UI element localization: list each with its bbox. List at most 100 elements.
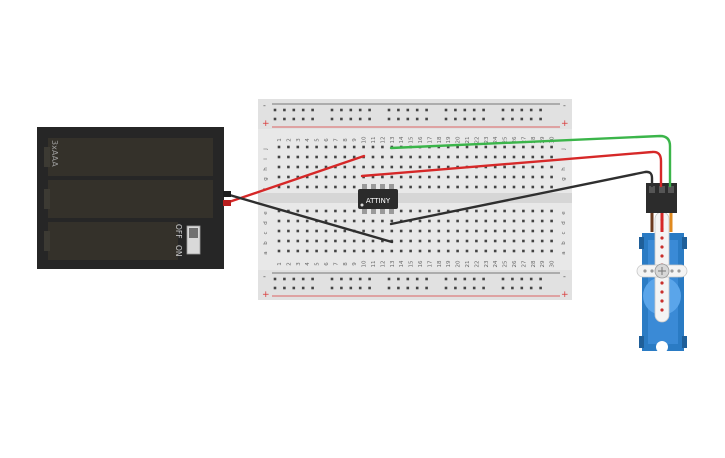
breadboard-hole[interactable] — [531, 185, 535, 189]
breadboard-hole[interactable] — [381, 249, 384, 253]
breadboard-hole[interactable] — [484, 229, 488, 233]
breadboard-hole[interactable] — [301, 108, 305, 112]
breadboard-hole[interactable] — [511, 108, 514, 112]
breadboard-hole[interactable] — [456, 145, 459, 149]
breadboard-hole[interactable] — [305, 249, 309, 253]
breadboard-hole[interactable] — [324, 209, 328, 213]
breadboard-hole[interactable] — [371, 145, 375, 149]
breadboard-hole[interactable] — [437, 239, 441, 243]
breadboard-hole[interactable] — [292, 108, 296, 112]
breadboard-hole[interactable] — [418, 249, 422, 253]
breadboard-hole[interactable] — [301, 277, 305, 281]
breadboard-hole[interactable] — [503, 165, 506, 169]
breadboard-hole[interactable] — [493, 249, 497, 253]
breadboard-hole[interactable] — [512, 185, 516, 189]
breadboard-hole[interactable] — [387, 286, 391, 290]
breadboard-hole[interactable] — [529, 277, 533, 281]
breadboard-hole[interactable] — [315, 229, 318, 233]
breadboard-hole[interactable] — [324, 175, 328, 179]
breadboard-hole[interactable] — [397, 108, 400, 112]
breadboard-hole[interactable] — [381, 175, 384, 179]
breadboard-hole[interactable] — [511, 286, 514, 290]
breadboard-hole[interactable] — [503, 229, 506, 233]
breadboard-hole[interactable] — [463, 286, 467, 290]
breadboard-hole[interactable] — [503, 155, 506, 159]
breadboard-hole[interactable] — [418, 165, 422, 169]
breadboard-hole[interactable] — [428, 249, 431, 253]
breadboard-hole[interactable] — [482, 117, 485, 121]
breadboard-hole[interactable] — [550, 145, 553, 149]
breadboard-hole[interactable] — [539, 277, 542, 281]
breadboard-hole[interactable] — [463, 108, 467, 112]
breadboard-hole[interactable] — [501, 286, 505, 290]
breadboard-hole[interactable] — [340, 277, 343, 281]
breadboard-hole[interactable] — [296, 219, 300, 223]
breadboard-hole[interactable] — [465, 229, 469, 233]
breadboard-hole[interactable] — [301, 117, 305, 121]
breadboard-hole[interactable] — [349, 108, 353, 112]
breadboard-hole[interactable] — [387, 117, 391, 121]
breadboard-hole[interactable] — [305, 209, 309, 213]
breadboard-hole[interactable] — [362, 219, 365, 223]
breadboard-hole[interactable] — [283, 108, 286, 112]
breadboard-hole[interactable] — [409, 175, 412, 179]
breadboard-hole[interactable] — [371, 175, 375, 179]
breadboard-hole[interactable] — [399, 155, 403, 159]
breadboard-hole[interactable] — [305, 175, 309, 179]
breadboard-hole[interactable] — [484, 165, 488, 169]
breadboard-hole[interactable] — [277, 229, 281, 233]
breadboard-hole[interactable] — [540, 175, 544, 179]
breadboard-hole[interactable] — [531, 249, 535, 253]
breadboard-hole[interactable] — [324, 249, 328, 253]
breadboard-hole[interactable] — [465, 185, 469, 189]
breadboard-hole[interactable] — [315, 239, 318, 243]
breadboard-hole[interactable] — [311, 117, 314, 121]
breadboard-hole[interactable] — [324, 239, 328, 243]
breadboard-hole[interactable] — [387, 277, 391, 281]
breadboard-hole[interactable] — [296, 145, 300, 149]
breadboard-hole[interactable] — [529, 108, 533, 112]
breadboard-hole[interactable] — [428, 175, 431, 179]
breadboard-hole[interactable] — [330, 277, 334, 281]
breadboard-hole[interactable] — [484, 155, 488, 159]
breadboard-hole[interactable] — [484, 145, 488, 149]
breadboard-hole[interactable] — [522, 239, 525, 243]
breadboard-hole[interactable] — [465, 209, 469, 213]
breadboard-hole[interactable] — [399, 175, 403, 179]
breadboard-hole[interactable] — [315, 175, 318, 179]
breadboard-hole[interactable] — [415, 117, 419, 121]
breadboard-hole[interactable] — [277, 155, 281, 159]
breadboard-hole[interactable] — [493, 175, 497, 179]
breadboard-hole[interactable] — [503, 185, 506, 189]
breadboard-hole[interactable] — [550, 175, 553, 179]
breadboard-hole[interactable] — [324, 145, 328, 149]
breadboard-hole[interactable] — [437, 249, 441, 253]
breadboard-hole[interactable] — [334, 229, 337, 233]
breadboard-hole[interactable] — [540, 185, 544, 189]
breadboard-hole[interactable] — [371, 219, 375, 223]
breadboard-hole[interactable] — [371, 155, 375, 159]
breadboard-hole[interactable] — [296, 239, 300, 243]
breadboard-hole[interactable] — [415, 277, 419, 281]
breadboard-hole[interactable] — [522, 249, 525, 253]
breadboard-hole[interactable] — [482, 286, 485, 290]
breadboard-hole[interactable] — [343, 229, 347, 233]
breadboard-hole[interactable] — [446, 175, 450, 179]
breadboard-hole[interactable] — [444, 286, 448, 290]
breadboard-hole[interactable] — [390, 165, 394, 169]
breadboard-hole[interactable] — [349, 117, 353, 121]
breadboard-hole[interactable] — [437, 229, 441, 233]
breadboard-hole[interactable] — [425, 277, 428, 281]
breadboard-hole[interactable] — [362, 229, 365, 233]
breadboard-hole[interactable] — [437, 209, 441, 213]
breadboard-hole[interactable] — [446, 239, 450, 243]
breadboard-hole[interactable] — [512, 239, 516, 243]
breadboard-hole[interactable] — [296, 229, 300, 233]
breadboard-hole[interactable] — [446, 219, 450, 223]
breadboard-hole[interactable] — [343, 155, 347, 159]
breadboard-hole[interactable] — [428, 219, 431, 223]
breadboard-hole[interactable] — [475, 209, 478, 213]
breadboard-hole[interactable] — [287, 145, 290, 149]
breadboard-hole[interactable] — [493, 165, 497, 169]
